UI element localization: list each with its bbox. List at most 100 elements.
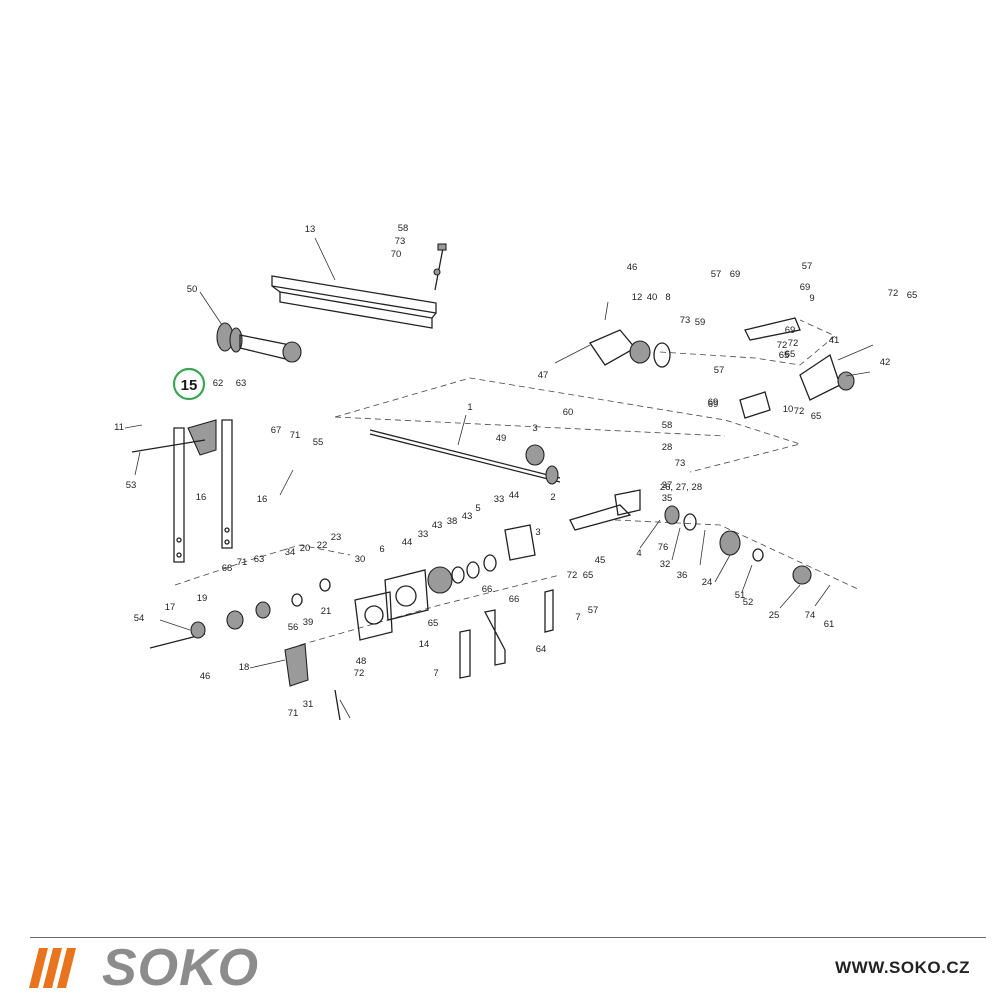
callout-number: 63 [254, 554, 265, 565]
callout-number: 28 [662, 442, 673, 453]
callout-number: 36 [677, 570, 688, 581]
callout-number: 30 [355, 554, 366, 565]
callout-number: 42 [880, 357, 891, 368]
callout-number: 48 [356, 656, 367, 667]
callout-number: 35 [662, 493, 673, 504]
beam-part [271, 275, 437, 329]
callout-number: 49 [496, 433, 507, 444]
callout-number: 57 [711, 269, 722, 280]
callout-number: 72 [788, 338, 799, 349]
callout-number: 2 [550, 492, 555, 503]
callout-number: 64 [536, 644, 547, 655]
callout-number: 1 [467, 402, 472, 413]
callout-number: 43 [462, 511, 473, 522]
highlight-label: 15 [181, 377, 198, 394]
callout-number: 51 [735, 590, 746, 601]
gearbox-part [427, 489, 812, 594]
callout-number: 34 [285, 547, 296, 558]
callout-number: 50 [187, 284, 198, 295]
brand-logo-text: SOKO [102, 939, 260, 997]
callout-number: 26, 27, 28 [660, 482, 702, 493]
callout-number: 67 [271, 425, 282, 436]
callout-number: 3 [535, 527, 540, 538]
callout-number: 72 [777, 340, 788, 351]
callout-number: 53 [126, 480, 137, 491]
callout-number: 7 [433, 668, 438, 679]
brand-stripes-icon [29, 948, 78, 988]
callout-number: 39 [303, 617, 314, 628]
footer-divider [30, 937, 986, 938]
plate-part [131, 419, 233, 563]
assembly-dash-line [614, 519, 861, 591]
callout-number: 31 [303, 699, 314, 710]
callout-number: 71 [237, 557, 248, 568]
callout-number: 43 [432, 520, 443, 531]
callout-number: 44 [509, 490, 520, 501]
callout-number: 41 [829, 335, 840, 346]
callout-number: 8 [665, 292, 670, 303]
callout-number: 13 [305, 224, 316, 235]
callout-number: 58 [398, 223, 409, 234]
callout-number: 46 [200, 671, 211, 682]
callout-number: 40 [647, 292, 658, 303]
callout-number: 70 [391, 249, 402, 260]
assembly-dash-line [299, 574, 561, 646]
linkage-part [149, 578, 341, 721]
bracket-part [459, 589, 554, 679]
callout-number: 72 [888, 288, 899, 299]
callout-number: 33 [418, 529, 429, 540]
callout-number: 69 [785, 325, 796, 336]
callout-number: 65 [779, 350, 790, 361]
callout-number: 62 [213, 378, 224, 389]
callout-number: 69 [708, 399, 719, 410]
callout-number: 56 [288, 622, 299, 633]
callout-number: 44 [402, 537, 413, 548]
bearing-housing-part [589, 317, 855, 419]
callout-number: 46 [627, 262, 638, 273]
callout-number: 25 [769, 610, 780, 621]
callout-number: 74 [805, 610, 816, 621]
callout-number: 11 [114, 422, 124, 433]
callout-number: 6 [379, 544, 384, 555]
callout-number: 45 [595, 555, 606, 566]
callout-number: 58 [662, 420, 673, 431]
callout-number: 72 [794, 406, 805, 417]
callout-number: 52 [743, 597, 754, 608]
callout-number: 9 [809, 293, 814, 304]
callout-number: 21 [321, 606, 332, 617]
callout-number: 76 [658, 542, 669, 553]
callout-number: 12 [632, 292, 643, 303]
callout-number: 17 [165, 602, 176, 613]
callout-number: 16 [257, 494, 268, 505]
website-url: WWW.SOKO.CZ [835, 958, 970, 977]
leader-lines [124, 237, 874, 719]
callout-number: 57 [714, 365, 725, 376]
callout-number: 3 [532, 423, 537, 434]
callout-number: 65 [907, 290, 918, 301]
callout-number: 65 [583, 570, 594, 581]
callout-number: 72 [567, 570, 578, 581]
callout-number: 73 [395, 236, 406, 247]
callout-number: 73 [675, 458, 686, 469]
callout-number: 54 [134, 613, 145, 624]
callout-number: 69 [708, 397, 719, 408]
assembly-dash-line [334, 377, 802, 473]
callout-number: 38 [447, 516, 458, 527]
callout-number: 69 [800, 282, 811, 293]
callout-number: 65 [428, 618, 439, 629]
callout-number: 32 [660, 559, 671, 570]
callout-number: 60 [563, 407, 574, 418]
assembly-dash-line [659, 319, 836, 366]
assembly-dash-line [334, 416, 726, 437]
callout-number: 66 [509, 594, 520, 605]
assembly-dash-line [174, 544, 351, 586]
callout-number: 10 [783, 404, 794, 415]
bolt-part [433, 243, 447, 291]
callout-number: 18 [239, 662, 250, 673]
highlight-ring [172, 367, 206, 401]
callout-number: 72 [354, 668, 365, 679]
callout-number: 61 [824, 619, 835, 630]
callout-number: 71 [288, 708, 299, 719]
mounting-plate-part [354, 569, 429, 641]
